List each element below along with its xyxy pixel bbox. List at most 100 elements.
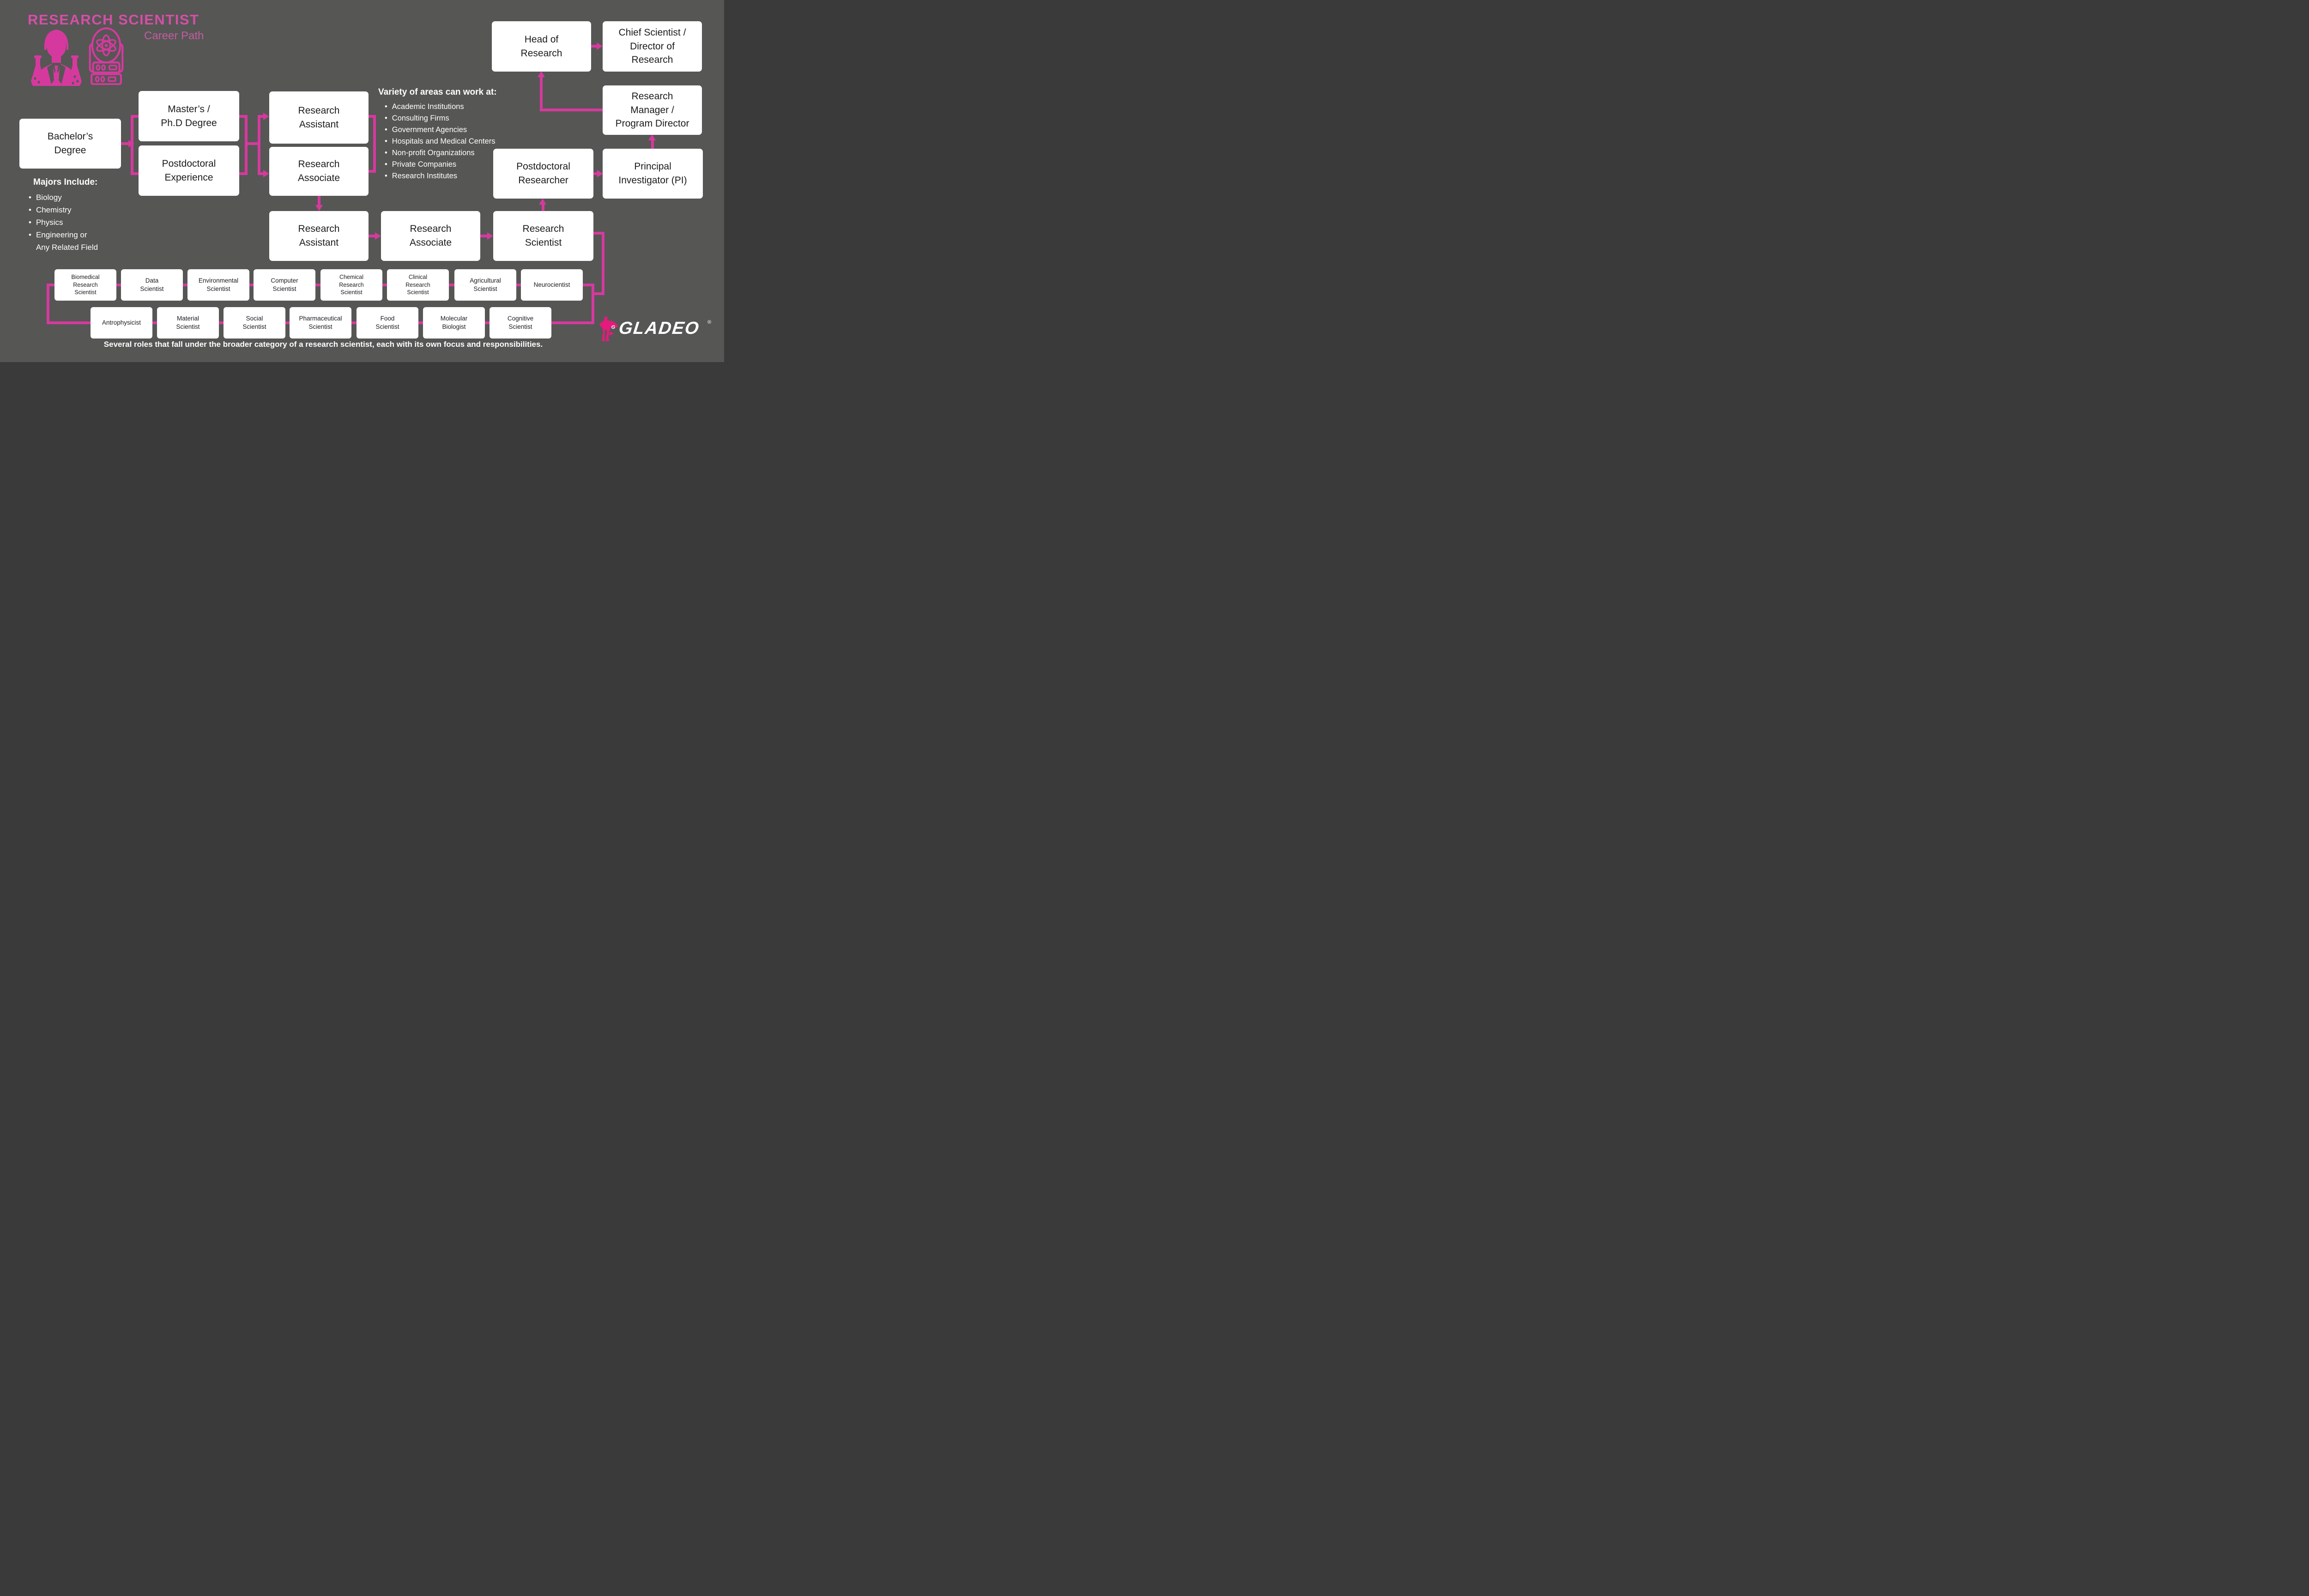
connector-segment <box>369 235 376 237</box>
work-area-label: Government Agencies <box>392 126 467 134</box>
connector-segment <box>318 196 320 207</box>
connector-segment <box>540 77 543 111</box>
connector-segment <box>542 205 544 211</box>
box-research-assistant-top: Research Assistant <box>269 91 369 144</box>
arrowhead-right <box>487 232 493 240</box>
connector-segment <box>602 232 604 295</box>
connector-segment <box>260 172 265 175</box>
connector-segment <box>592 284 594 324</box>
box-data-scientist: Data Scientist <box>121 269 183 301</box>
arrowhead-right <box>597 42 603 50</box>
box-computer-scientist: Computer Scientist <box>254 269 315 301</box>
connector-segment <box>258 115 260 175</box>
box-chief-scientist: Chief Scientist / Director of Research <box>603 21 702 72</box>
majors-item: Physics <box>29 216 63 229</box>
connector-segment <box>369 170 376 173</box>
box-cognitive-scientist: Cognitive Scientist <box>490 307 551 339</box>
box-biomedical-research-scientist: Biomedical Research Scientist <box>54 269 116 301</box>
connector-segment <box>591 45 598 48</box>
footer-caption: Several roles that fall under the broade… <box>103 340 543 349</box>
box-chemical-research-scientist: Chemical Research Scientist <box>320 269 382 301</box>
infographic-canvas: RESEARCH SCIENTIST Career Path <box>0 0 724 362</box>
box-masters-phd-degree: Master’s / Ph.D Degree <box>139 91 239 141</box>
arrowhead-up <box>648 134 656 140</box>
majors-item: Chemistry <box>29 204 72 216</box>
box-head-of-research: Head of Research <box>492 21 591 72</box>
majors-item: Biology <box>29 191 62 204</box>
work-area-label: Research Institutes <box>392 172 458 180</box>
connector-segment <box>480 235 488 237</box>
work-area-label: Academic Institutions <box>392 103 464 111</box>
arrowhead-right <box>375 232 381 240</box>
work-area-item: Academic Institutions <box>385 101 464 113</box>
connector-segment <box>47 284 49 324</box>
majors-item-label: Chemistry <box>36 206 72 214</box>
connector-segment <box>245 142 260 145</box>
connector-segment <box>131 172 140 175</box>
arrowhead-down <box>315 205 323 211</box>
connector-segment <box>131 115 140 118</box>
work-area-item: Government Agencies <box>385 124 467 136</box>
arrowhead-up <box>538 71 545 77</box>
connector-segment <box>583 284 592 286</box>
connector-segment <box>448 284 455 286</box>
scientist-icon <box>31 30 82 86</box>
connector-segment <box>369 115 376 118</box>
connector-segment <box>47 284 55 286</box>
box-pharmaceutical-scientist: Pharmaceutical Scientist <box>290 307 351 339</box>
work-area-item: Private Companies <box>385 159 456 170</box>
connector-segment <box>484 321 490 324</box>
majors-heading: Majors Include: <box>33 177 98 187</box>
box-research-scientist: Research Scientist <box>493 211 593 261</box>
registered-mark: ® <box>707 320 712 325</box>
work-area-label: Hospitals and Medical Centers <box>392 137 496 145</box>
arrowhead-right <box>597 170 603 177</box>
work-area-item: Hospitals and Medical Centers <box>385 136 496 147</box>
connector-segment <box>260 115 265 118</box>
connector-segment <box>131 115 133 175</box>
connector-segment <box>417 321 424 324</box>
connector-segment <box>182 284 188 286</box>
connector-segment <box>121 142 130 145</box>
connector-segment <box>515 284 522 286</box>
box-research-assistant-mid: Research Assistant <box>269 211 369 261</box>
connector-segment <box>245 115 248 175</box>
connector-segment <box>239 115 248 118</box>
connector-segment <box>115 284 122 286</box>
connector-segment <box>47 321 91 324</box>
connector-segment <box>218 321 224 324</box>
connector-segment <box>541 109 603 111</box>
work-area-item: Research Institutes <box>385 170 457 182</box>
box-molecular-biologist: Molecular Biologist <box>423 307 485 339</box>
connector-segment <box>151 321 158 324</box>
work-area-label: Consulting Firms <box>392 114 449 122</box>
gladeo-wordmark: GLADEO <box>617 319 701 338</box>
box-research-manager: Research Manager / Program Director <box>603 85 702 135</box>
work-area-item: Consulting Firms <box>385 113 449 124</box>
box-agricultural-scientist: Agricultural Scientist <box>454 269 516 301</box>
work-area-label: Non-profit Organizations <box>392 149 475 157</box>
connector-segment <box>593 232 604 235</box>
connector-segment <box>651 140 654 149</box>
connector-segment <box>593 172 598 175</box>
arrowhead-up <box>539 199 546 205</box>
atom-computer-icon <box>89 27 124 85</box>
box-social-scientist: Social Scientist <box>224 307 285 339</box>
gladeo-hero-icon: G <box>599 316 618 341</box>
box-food-scientist: Food Scientist <box>357 307 418 339</box>
box-clinical-research-scientist: Clinical Research Scientist <box>387 269 449 301</box>
box-antrophysicist: Antrophysicist <box>91 307 152 339</box>
connector-segment <box>284 321 290 324</box>
box-postdoctoral-researcher: Postdoctoral Researcher <box>493 149 593 199</box>
work-area-item: Non-profit Organizations <box>385 147 475 159</box>
box-postdoctoral-experience: Postdoctoral Experience <box>139 145 239 196</box>
arrowhead-right <box>263 113 269 120</box>
connector-segment <box>373 115 376 173</box>
box-bachelors-degree: Bachelor’s Degree <box>19 119 121 169</box>
page-subtitle: Career Path <box>144 30 204 42</box>
connector-segment <box>551 321 594 324</box>
connector-segment <box>248 284 254 286</box>
svg-text:G: G <box>611 325 616 330</box>
box-research-associate-mid: Research Associate <box>381 211 480 261</box>
connector-segment <box>381 284 388 286</box>
